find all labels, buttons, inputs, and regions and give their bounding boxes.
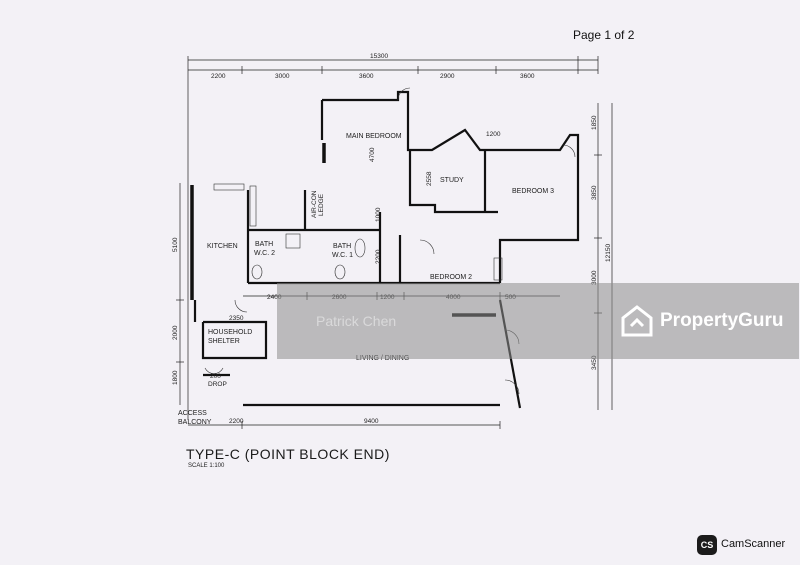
dim-angled: 1200 [486,131,501,138]
label-refuse-chute-line1: 200 [210,373,221,380]
dim-top-1: 2200 [211,73,226,80]
camscanner-label: CamScanner [721,538,786,550]
label-refuse-chute-line2: DROP [208,381,227,388]
label-household-shelter-line1: HOUSEHOLD [208,329,252,336]
dim-vertical-3: 2200 [375,249,382,264]
dim-left-1: 5100 [172,237,179,252]
label-aircon-ledge-line1: AIR-CON [311,190,318,218]
label-bedroom-3: BEDROOM 3 [512,188,554,195]
label-bedroom-2: BEDROOM 2 [430,274,472,281]
label-study: STUDY [440,177,464,184]
dim-top-5: 3600 [520,73,535,80]
label-main-bedroom: MAIN BEDROOM [346,133,402,140]
dim-right-4: 3450 [591,355,598,370]
dim-interior-6: 2350 [229,315,244,322]
dim-right-3: 3000 [591,270,598,285]
plan-scale: SCALE 1:100 [188,463,225,469]
dim-top-3: 3600 [359,73,374,80]
dim-bottom-2: 9400 [364,418,379,425]
label-aircon-ledge-line2: LEDGE [318,193,325,216]
dim-right-2: 3850 [591,185,598,200]
camscanner-icon: CS [697,535,717,555]
label-bath-wc1-line2: W.C. 1 [332,252,353,259]
label-household-shelter-line2: SHELTER [208,338,240,345]
page-number: Page 1 of 2 [573,28,635,42]
label-bath-wc2-line1: BATH [255,241,273,248]
label-access-balcony-line1: ACCESS [178,410,207,417]
dim-left-3: 1800 [172,370,179,385]
propertyguru-logo-icon [621,305,653,337]
dim-interior-1: 2400 [267,294,282,301]
watermark-band [277,283,799,359]
dim-vertical-1: 4700 [369,147,376,162]
dim-vertical-2: 1000 [375,207,382,222]
dim-overall-width: 15300 [370,53,388,60]
dim-top-4: 2900 [440,73,455,80]
label-access-balcony-line2: BALCONY [178,419,212,426]
plan-title: TYPE-C (POINT BLOCK END) [186,446,390,462]
room-labels: MAIN BEDROOM STUDY BEDROOM 3 BEDROOM 2 K… [178,133,554,426]
dimension-lines [176,56,613,429]
label-bath-wc1-line1: BATH [333,243,351,250]
watermark-brand: PropertyGuru [660,310,784,331]
dim-top-2: 3000 [275,73,290,80]
dim-right-1: 1850 [591,115,598,130]
dim-vertical-4: 2558 [426,171,433,186]
dim-left-2: 2000 [172,325,179,340]
label-kitchen: KITCHEN [207,243,238,250]
label-bath-wc2-line2: W.C. 2 [254,250,275,257]
watermark-author: Patrick Chen [316,313,397,329]
dim-bottom-1: 2200 [229,418,244,425]
dim-right-total: 12150 [605,244,612,262]
